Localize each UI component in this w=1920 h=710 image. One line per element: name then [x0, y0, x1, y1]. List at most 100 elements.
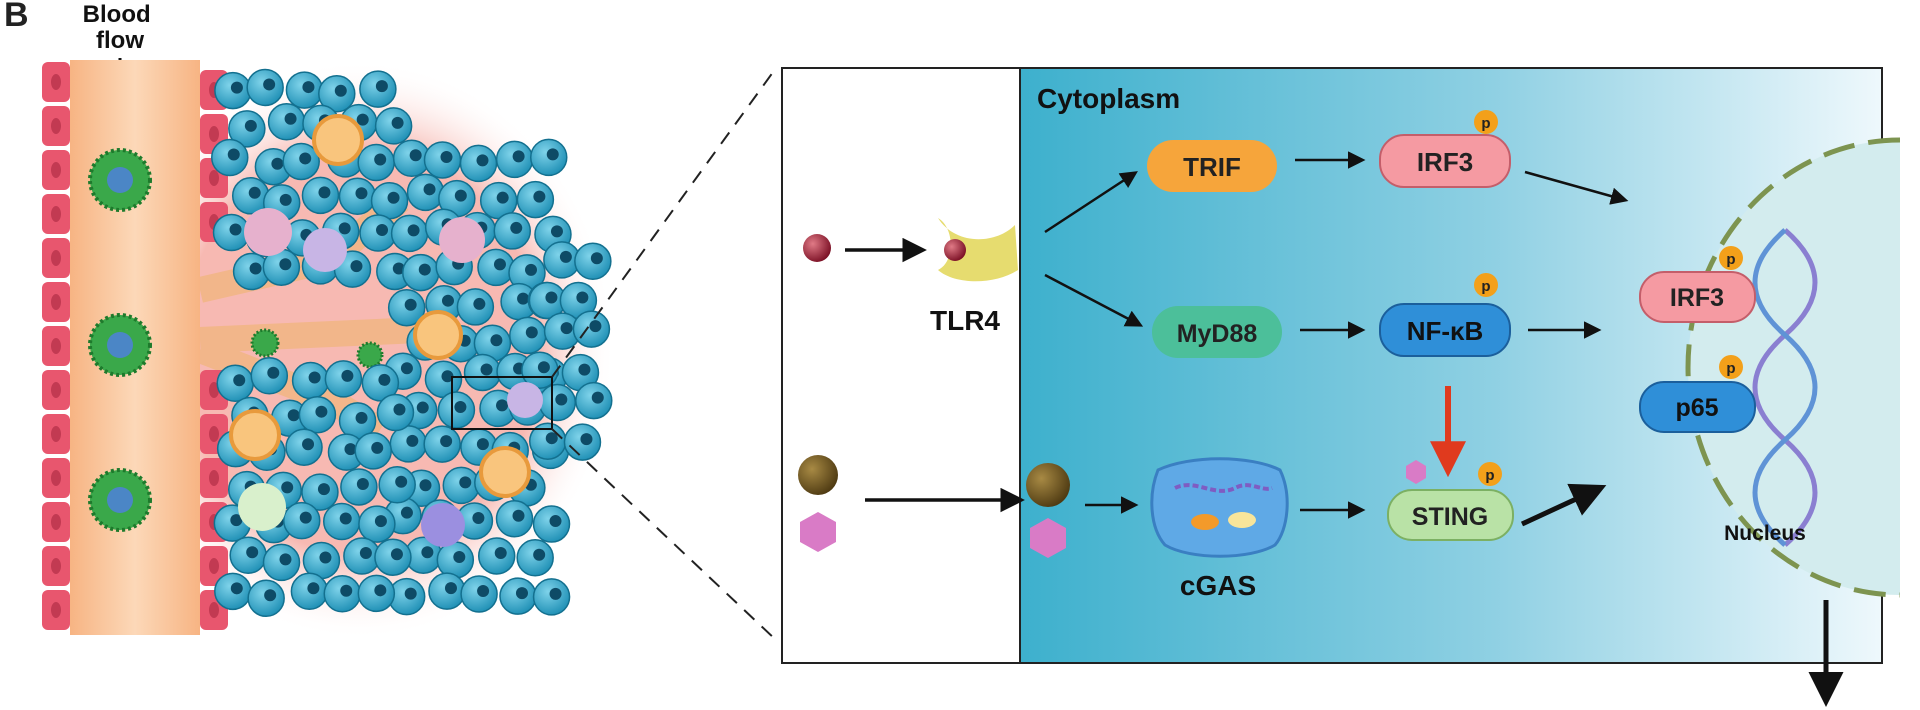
- tumor-cell-nucleus: [510, 221, 523, 234]
- tumor-cell-nucleus: [279, 258, 292, 271]
- tumor-cell-nucleus: [423, 183, 436, 196]
- tlr4-bound-ligand-icon: [944, 239, 966, 261]
- nucleus-p65-label: p65: [1675, 394, 1718, 422]
- vessel-wall-nucleus: [209, 602, 219, 618]
- vessel-wall-nucleus: [51, 382, 61, 398]
- tumor-cell-nucleus: [246, 546, 259, 559]
- tumor-cell-nucleus: [576, 291, 589, 304]
- vessel-wall-nucleus: [51, 558, 61, 574]
- sting-phospho-label: p: [1485, 467, 1494, 484]
- cgas-label: cGAS: [1180, 570, 1256, 601]
- tumor-cell-nucleus: [421, 546, 434, 559]
- tumor-cell-nucleus: [477, 585, 490, 598]
- nucleus-label: Nucleus: [1724, 522, 1806, 545]
- tumor-cell-nucleus: [230, 81, 243, 94]
- arrow-tlr4-trif: [1044, 171, 1138, 234]
- nucleus-p65-phospho-icon: [1719, 355, 1743, 379]
- tumor-cell-nucleus: [400, 362, 413, 375]
- tumor-cell-nucleus: [440, 435, 453, 448]
- tumor-cell-nucleus: [591, 391, 604, 404]
- tumor-cell-nucleus: [476, 438, 489, 451]
- tumor-cell-nucleus: [533, 190, 546, 203]
- arrow-sting-nucleus: [1520, 483, 1607, 527]
- tumor-cell-nucleus: [496, 191, 509, 204]
- vessel-wall-nucleus: [51, 294, 61, 310]
- tumor-cell-nucleus: [263, 78, 276, 91]
- tumor-cell-nucleus: [393, 403, 406, 416]
- tumor-cell-nucleus: [545, 432, 558, 445]
- tumor-cell-nucleus: [299, 152, 312, 165]
- vessel-wall-nucleus: [209, 558, 219, 574]
- tumor-cell-nucleus: [549, 515, 562, 528]
- tumor-cell-nucleus: [419, 479, 432, 492]
- vessel-wall-nucleus: [51, 470, 61, 486]
- zoom-box: [451, 376, 553, 430]
- nucleus-irf3-phospho-icon: [1719, 246, 1743, 270]
- tumor-cell-nucleus: [308, 371, 321, 384]
- tumor-cell-nucleus: [453, 550, 466, 563]
- tumor-cell-nucleus: [512, 509, 525, 522]
- tumor-cell-nucleus: [589, 320, 602, 333]
- tumor-cell-nucleus: [244, 119, 257, 132]
- tumor-cell-nucleus: [441, 294, 454, 307]
- nfkb-phospho-label: p: [1481, 278, 1490, 295]
- tumor-cell-nucleus: [350, 260, 363, 273]
- irf3-node: [1379, 134, 1511, 188]
- tumor-cell-nucleus: [549, 587, 562, 600]
- tumor-cell-nucleus: [302, 438, 315, 451]
- tumor-cell-nucleus: [227, 148, 240, 161]
- tumor-cell-nucleus: [279, 553, 292, 566]
- tumor-cell-nucleus: [281, 481, 294, 494]
- vessel-wall-nucleus: [51, 118, 61, 134]
- tumor-cell-nucleus: [454, 189, 467, 202]
- tumor-cell-nucleus: [317, 483, 330, 496]
- tumor-cell-nucleus: [392, 262, 405, 275]
- tumor-cell-nucleus: [404, 587, 417, 600]
- myd88-label: MyD88: [1177, 320, 1258, 348]
- tumor-cell-nucleus: [307, 582, 320, 595]
- tumor-cell-nucleus: [490, 334, 503, 347]
- tlr4-receptor-icon: [938, 218, 1018, 282]
- vessel-wall-nucleus: [209, 470, 219, 486]
- sting-phospho-icon: [1478, 462, 1502, 486]
- tumor-cell-nucleus: [441, 370, 454, 383]
- sting-label: STING: [1412, 503, 1488, 531]
- hexagon-ligand-icon: [800, 512, 836, 552]
- vessel-wall-nucleus: [51, 514, 61, 530]
- vessel-wall-nucleus: [209, 170, 219, 186]
- cyto-hexagon-icon: [1030, 518, 1066, 558]
- tumor-cell-nucleus: [318, 186, 331, 199]
- particle-ligand-icon: [798, 455, 838, 495]
- sting-node: [1387, 489, 1514, 541]
- tumor-cell-nucleus: [400, 506, 413, 519]
- tumor-cell-nucleus: [418, 263, 431, 276]
- nucleus-irf3-node: [1639, 271, 1756, 323]
- tumor-cell-nucleus: [496, 399, 509, 412]
- nucleus-p65-phospho-label: p: [1726, 360, 1735, 377]
- vessel-wall-nucleus: [51, 338, 61, 354]
- vessel-wall-left: [42, 62, 70, 630]
- tumor-cell-nucleus: [355, 187, 368, 200]
- tumor-cell-nucleus: [229, 223, 242, 236]
- tumor-cell-nucleus: [473, 297, 486, 310]
- cytoplasm-label: Cytoplasm: [1037, 83, 1180, 114]
- immune-cells: [229, 114, 543, 547]
- lps-ligand-icon: [803, 234, 831, 262]
- trif-node: [1147, 140, 1277, 192]
- tumor-cell-nucleus: [359, 547, 372, 560]
- tumor-cell-nucleus: [230, 514, 243, 527]
- vessel-wall-nucleus: [209, 426, 219, 442]
- cgas-atp-icon: [1191, 514, 1219, 530]
- tumor-cell-nucleus: [376, 224, 389, 237]
- tumor-cell-nucleus: [525, 326, 538, 339]
- nanoparticle-group: [88, 148, 384, 532]
- tumor-cell-nucleus: [545, 291, 558, 304]
- tumor-cell-nucleus: [444, 582, 457, 595]
- tumor-cell-nucleus: [387, 191, 400, 204]
- tumor-cell-nucleus: [356, 477, 369, 490]
- tumor-cell-nucleus: [264, 589, 277, 602]
- panel-label: B: [4, 0, 29, 34]
- cgas-gtp-icon: [1228, 512, 1256, 528]
- tumor-cell-nucleus: [578, 363, 591, 376]
